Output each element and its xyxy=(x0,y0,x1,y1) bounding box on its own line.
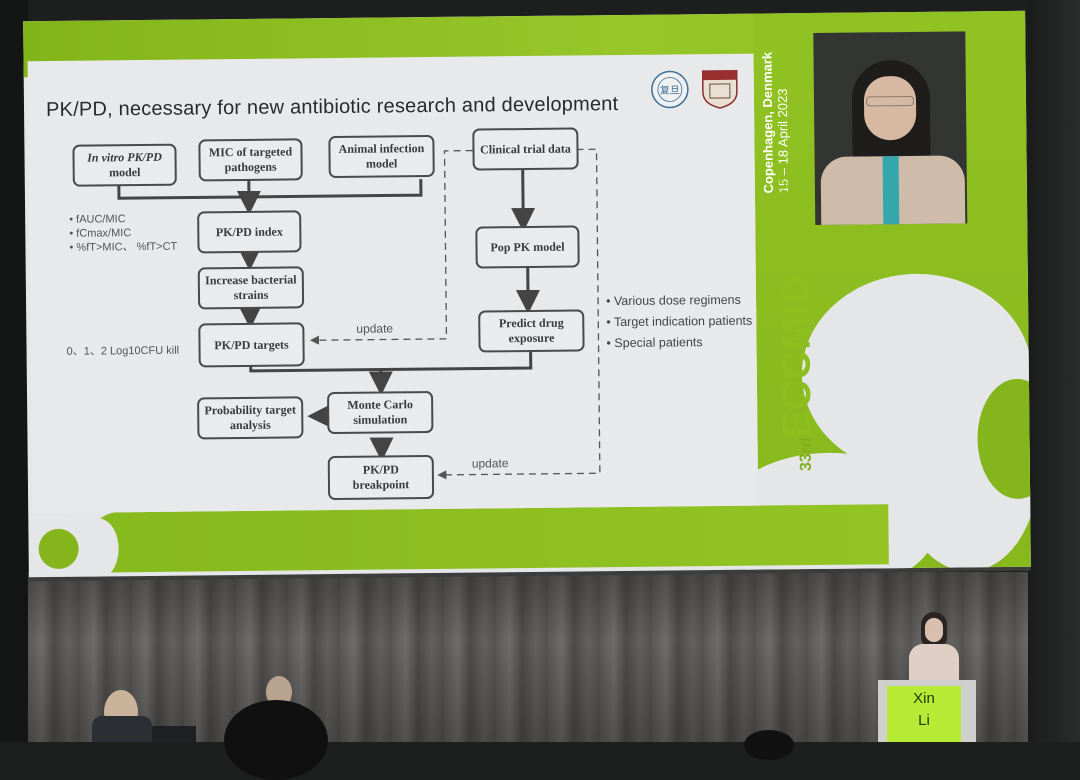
eccmid-subtitle: EUROPEAN CONGRESS OF CLINICAL MICROBIOLO… xyxy=(779,171,804,267)
presenter xyxy=(905,612,963,682)
index-notes: • fAUC/MIC • fCmax/MIC • %fT>MIC、 %fT>CT xyxy=(69,212,177,255)
update-label: update xyxy=(472,456,509,470)
box-pkpd-index: PK/PD index xyxy=(197,210,301,253)
audience-head xyxy=(224,700,328,780)
speaker-video-feed xyxy=(813,31,967,225)
slide-content: PK/PD, necessary for new antibiotic rese… xyxy=(28,54,759,514)
projection-screen: PK/PD, necessary for new antibiotic rese… xyxy=(23,11,1031,577)
update-loop-1 xyxy=(311,151,475,341)
box-in-vitro-model: In vitro PK/PD model xyxy=(72,144,176,187)
kill-note: 0、1、2 Log10CFU kill xyxy=(67,344,180,359)
podium-name-sign: Xin Li xyxy=(887,686,961,742)
flowchart-connectors xyxy=(28,54,759,514)
venue-wall-right xyxy=(1028,0,1080,742)
decor-dot xyxy=(38,529,78,569)
laptop xyxy=(152,726,196,742)
box-monte-carlo: Monte Carlo simulation xyxy=(327,391,433,434)
box-pkpd-breakpoint: PK/PD breakpoint xyxy=(328,455,434,500)
box-increase-strains: Increase bacterial strains xyxy=(198,266,304,309)
box-probability-analysis: Probability target analysis xyxy=(197,396,303,439)
eccmid-logo: 33rdECCMID EUROPEAN CONGRESS OF CLINICAL… xyxy=(773,171,821,471)
box-pkpd-targets: PK/PD targets xyxy=(198,322,304,367)
exposure-bullets: • Various dose regimens • Target indicat… xyxy=(606,290,753,355)
box-pop-pk-model: Pop PK model xyxy=(475,225,579,268)
box-clinical-trial: Clinical trial data xyxy=(472,127,578,170)
box-mic-pathogens: MIC of targeted pathogens xyxy=(198,138,302,181)
green-bottom-band xyxy=(88,504,889,572)
box-animal-model: Animal infection model xyxy=(328,135,434,178)
update-label: update xyxy=(356,321,393,335)
box-predict-exposure: Predict drug exposure xyxy=(478,309,584,352)
audience-head xyxy=(744,730,794,760)
